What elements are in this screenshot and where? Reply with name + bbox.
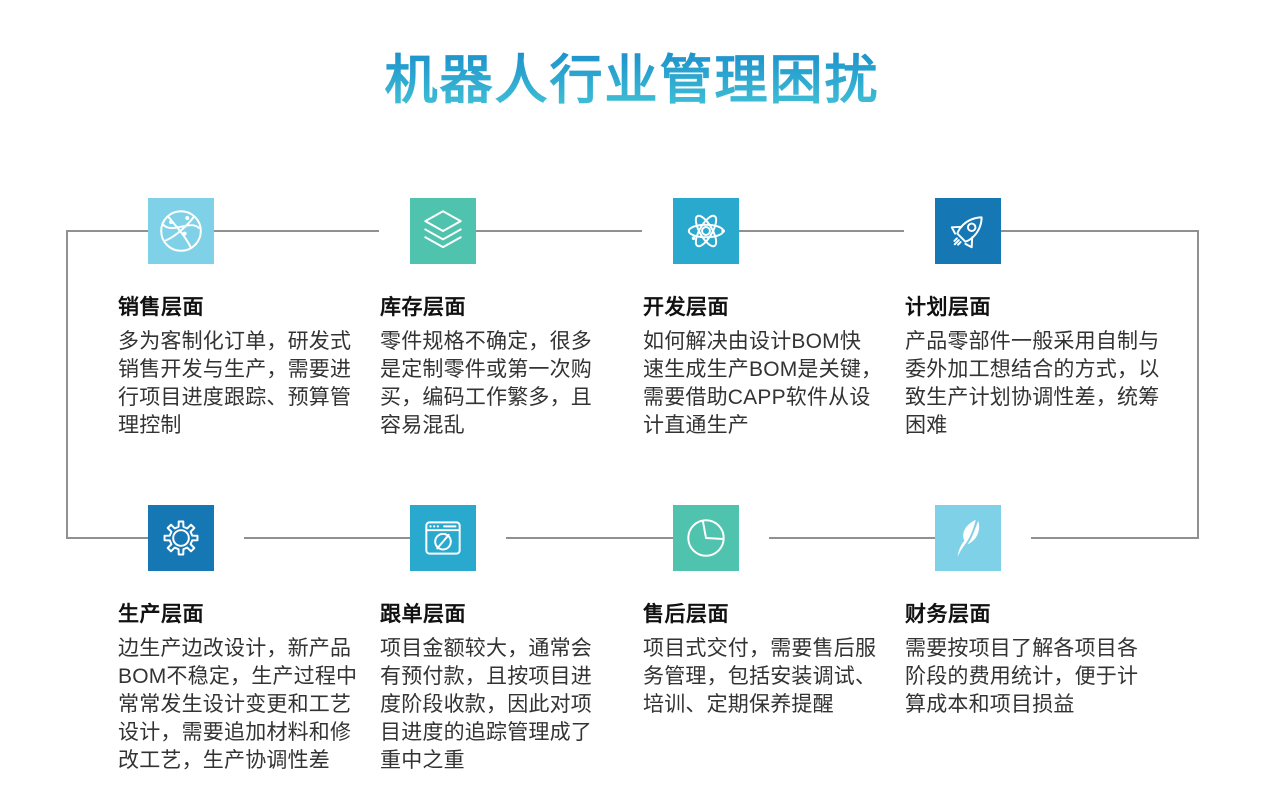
card-after-sales: 售后层面 项目式交付，需要售后服 务管理，包括安装调试、 培训、定期保养提醒	[643, 505, 899, 719]
card-heading: 库存层面	[380, 296, 466, 319]
icon-tile	[935, 505, 1001, 571]
connector-line	[244, 537, 410, 539]
card-production: 生产层面 边生产边改设计，新产品 BOM不稳定，生产过程中 常常发生设计变更和工…	[118, 505, 374, 775]
globe-network-icon	[160, 210, 202, 252]
connector-line	[67, 230, 148, 232]
card-heading: 售后层面	[643, 603, 729, 626]
card-order-tracking: 跟单层面 项目金额较大，通常会 有预付款，且按项目进 度阶段收款，因此对项 目进…	[380, 505, 636, 775]
icon-tile	[148, 198, 214, 264]
card-body: 项目金额较大，通常会 有预付款，且按项目进 度阶段收款，因此对项 目进度的追踪管…	[380, 637, 592, 772]
icon-tile	[410, 505, 476, 571]
card-heading: 计划层面	[905, 296, 991, 319]
connector-line	[1001, 230, 1199, 232]
feather-icon	[957, 519, 980, 557]
pie-chart-icon	[687, 519, 725, 557]
connector-line-left	[66, 230, 68, 539]
icon-tile	[148, 505, 214, 571]
card-sales: 销售层面 多为客制化订单，研发式 销售开发与生产，需要进 行项目进度跟踪、预算管…	[118, 198, 374, 440]
card-body: 需要按项目了解各项目各 阶段的费用统计，便于计 算成本和项目损益	[905, 637, 1139, 716]
connector-line	[739, 230, 904, 232]
card-body: 零件规格不确定，很多 是定制零件或第一次购 买，编码工作繁多，且 容易混乱	[380, 330, 592, 437]
atom-icon	[687, 214, 725, 248]
connector-line	[67, 537, 148, 539]
card-body: 如何解决由设计BOM快 速生成生产BOM是关键， 需要借助CAPP软件从设 计直…	[643, 330, 883, 437]
card-heading: 开发层面	[643, 296, 729, 319]
card-heading: 生产层面	[118, 603, 204, 626]
connector-line-right	[1197, 230, 1199, 539]
card-body: 产品零部件一般采用自制与 委外加工想结合的方式，以 致生产计划协调性差，统筹 困…	[905, 330, 1160, 437]
connector-line	[506, 537, 673, 539]
connector-line	[769, 537, 935, 539]
connector-line	[214, 230, 379, 232]
browser-compass-icon	[425, 521, 461, 555]
icon-tile	[410, 198, 476, 264]
icon-tile	[673, 505, 739, 571]
card-finance: 财务层面 需要按项目了解各项目各 阶段的费用统计，便于计 算成本和项目损益	[905, 505, 1161, 719]
page-title: 机器人行业管理困扰	[0, 38, 1264, 114]
card-development: 开发层面 如何解决由设计BOM快 速生成生产BOM是关键， 需要借助CAPP软件…	[643, 198, 899, 440]
card-heading: 销售层面	[118, 296, 204, 319]
card-inventory: 库存层面 零件规格不确定，很多 是定制零件或第一次购 买，编码工作繁多，且 容易…	[380, 198, 636, 440]
card-body: 边生产边改设计，新产品 BOM不稳定，生产过程中 常常发生设计变更和工艺 设计，…	[118, 637, 358, 772]
card-planning: 计划层面 产品零部件一般采用自制与 委外加工想结合的方式，以 致生产计划协调性差…	[905, 198, 1161, 440]
connector-line	[1031, 537, 1199, 539]
icon-tile	[935, 198, 1001, 264]
gear-icon	[163, 520, 199, 556]
card-heading: 财务层面	[905, 603, 991, 626]
connector-line	[476, 230, 642, 232]
layers-icon	[424, 210, 462, 249]
card-body: 多为客制化订单，研发式 销售开发与生产，需要进 行项目进度跟踪、预算管 理控制	[118, 330, 352, 437]
card-body: 项目式交付，需要售后服 务管理，包括安装调试、 培训、定期保养提醒	[643, 637, 877, 716]
card-heading: 跟单层面	[380, 603, 466, 626]
icon-tile	[673, 198, 739, 264]
rocket-icon	[950, 216, 983, 249]
